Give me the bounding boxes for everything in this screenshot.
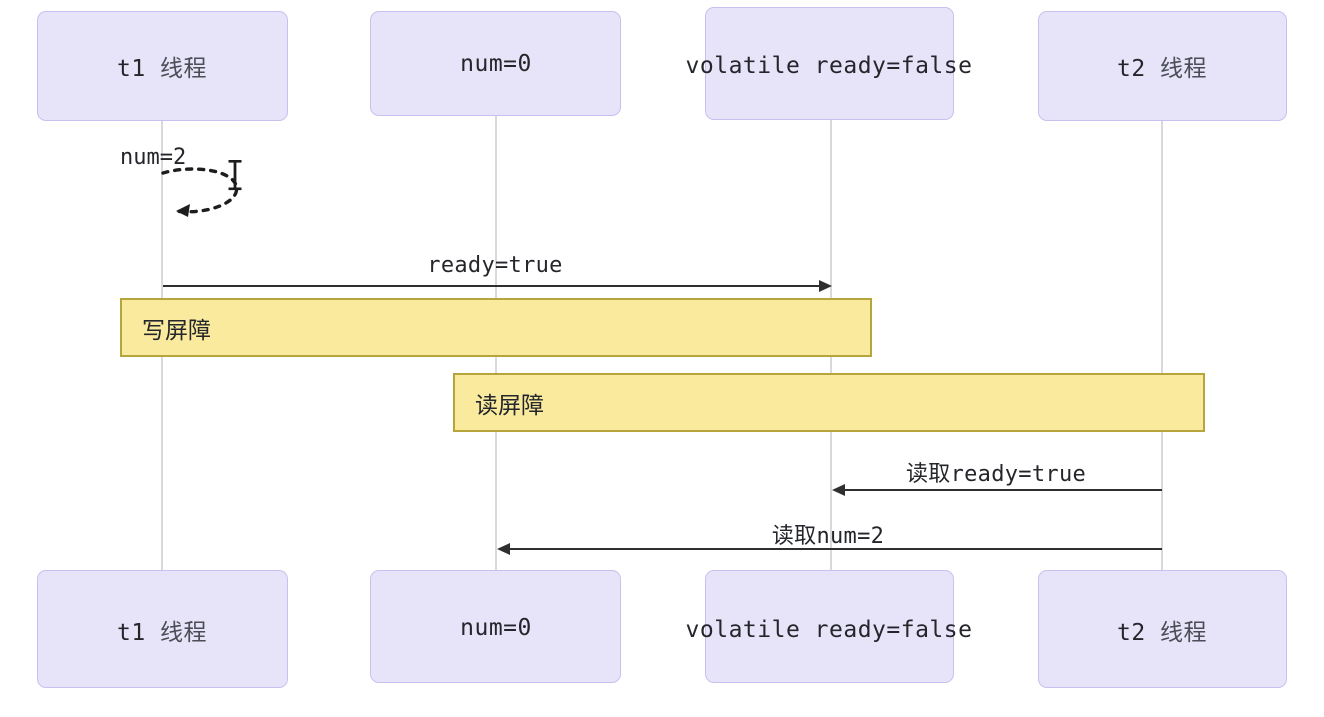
message-line-ready-true	[163, 285, 820, 287]
participant-label-t2-bottom-cn: 线程	[1160, 620, 1208, 646]
message-label-ready-true-mono: ready=true	[427, 253, 563, 278]
message-arrowhead-read-num	[497, 543, 510, 555]
message-label-read-ready-mono: ready=true	[950, 462, 1087, 487]
participant-box-num-top[interactable]	[370, 11, 621, 116]
participant-box-num-bottom[interactable]	[370, 570, 621, 683]
participant-label-num-bottom: num=0	[460, 615, 532, 641]
participant-label-num-top: num=0	[460, 51, 532, 77]
participant-box-ready-top[interactable]	[705, 7, 954, 120]
read-barrier-label: 读屏障	[475, 392, 544, 419]
message-arrowhead-ready-true	[819, 280, 832, 292]
message-arrowhead-read-ready	[832, 484, 845, 496]
message-label-read-num-mono: num=2	[816, 524, 885, 549]
write-barrier-label: 写屏障	[142, 317, 211, 344]
self-message-loop-icon	[161, 167, 239, 217]
participant-label-ready-bottom: volatile ready=false	[686, 617, 973, 643]
message-label-read-ready: 读取ready=true	[906, 456, 1086, 488]
write-barrier-box[interactable]: 写屏障	[120, 298, 872, 357]
message-label-read-ready-cn: 读取	[905, 462, 951, 487]
participant-label-t2-top-mono: t2	[1116, 56, 1146, 82]
participant-label-t2-top: t2 线程	[1117, 49, 1207, 83]
message-label-ready-true: ready=true	[427, 253, 562, 278]
participant-label-ready-bottom-mono: volatile ready=false	[685, 617, 973, 643]
participant-label-ready-top: volatile ready=false	[686, 53, 973, 79]
participant-label-t1-top-cn: 线程	[160, 56, 208, 82]
participant-box-ready-bottom[interactable]	[705, 570, 954, 683]
participant-box-t2-top[interactable]	[1038, 11, 1287, 121]
read-barrier-box[interactable]: 读屏障	[453, 373, 1205, 432]
participant-label-t2-top-cn: 线程	[1160, 56, 1208, 82]
participant-box-t1-bottom[interactable]	[37, 570, 288, 688]
self-message-label-num2: num=2	[120, 145, 187, 170]
participant-label-t1-top-mono: t1	[116, 56, 146, 82]
participant-box-t1-top[interactable]	[37, 11, 288, 121]
participant-label-t2-bottom-mono: t2	[1116, 620, 1146, 646]
message-label-read-num-cn: 读取	[771, 524, 817, 549]
participant-label-t1-bottom-mono: t1	[116, 620, 146, 646]
participant-label-t2-bottom: t2 线程	[1117, 613, 1207, 647]
participant-label-num-bottom-mono: num=0	[460, 615, 532, 641]
text-cursor-icon	[228, 160, 242, 191]
participant-label-t1-bottom: t1 线程	[117, 613, 207, 647]
message-label-read-num: 读取num=2	[772, 518, 884, 550]
participant-label-t1-bottom-cn: 线程	[160, 620, 208, 646]
participant-label-ready-top-mono: volatile ready=false	[685, 53, 973, 79]
message-line-read-ready	[844, 489, 1162, 491]
participant-label-num-top-mono: num=0	[460, 51, 532, 77]
lifeline-t2	[1161, 121, 1163, 573]
participant-box-t2-bottom[interactable]	[1038, 570, 1287, 688]
participant-label-t1-top: t1 线程	[117, 49, 207, 83]
message-line-read-num	[509, 548, 1162, 550]
